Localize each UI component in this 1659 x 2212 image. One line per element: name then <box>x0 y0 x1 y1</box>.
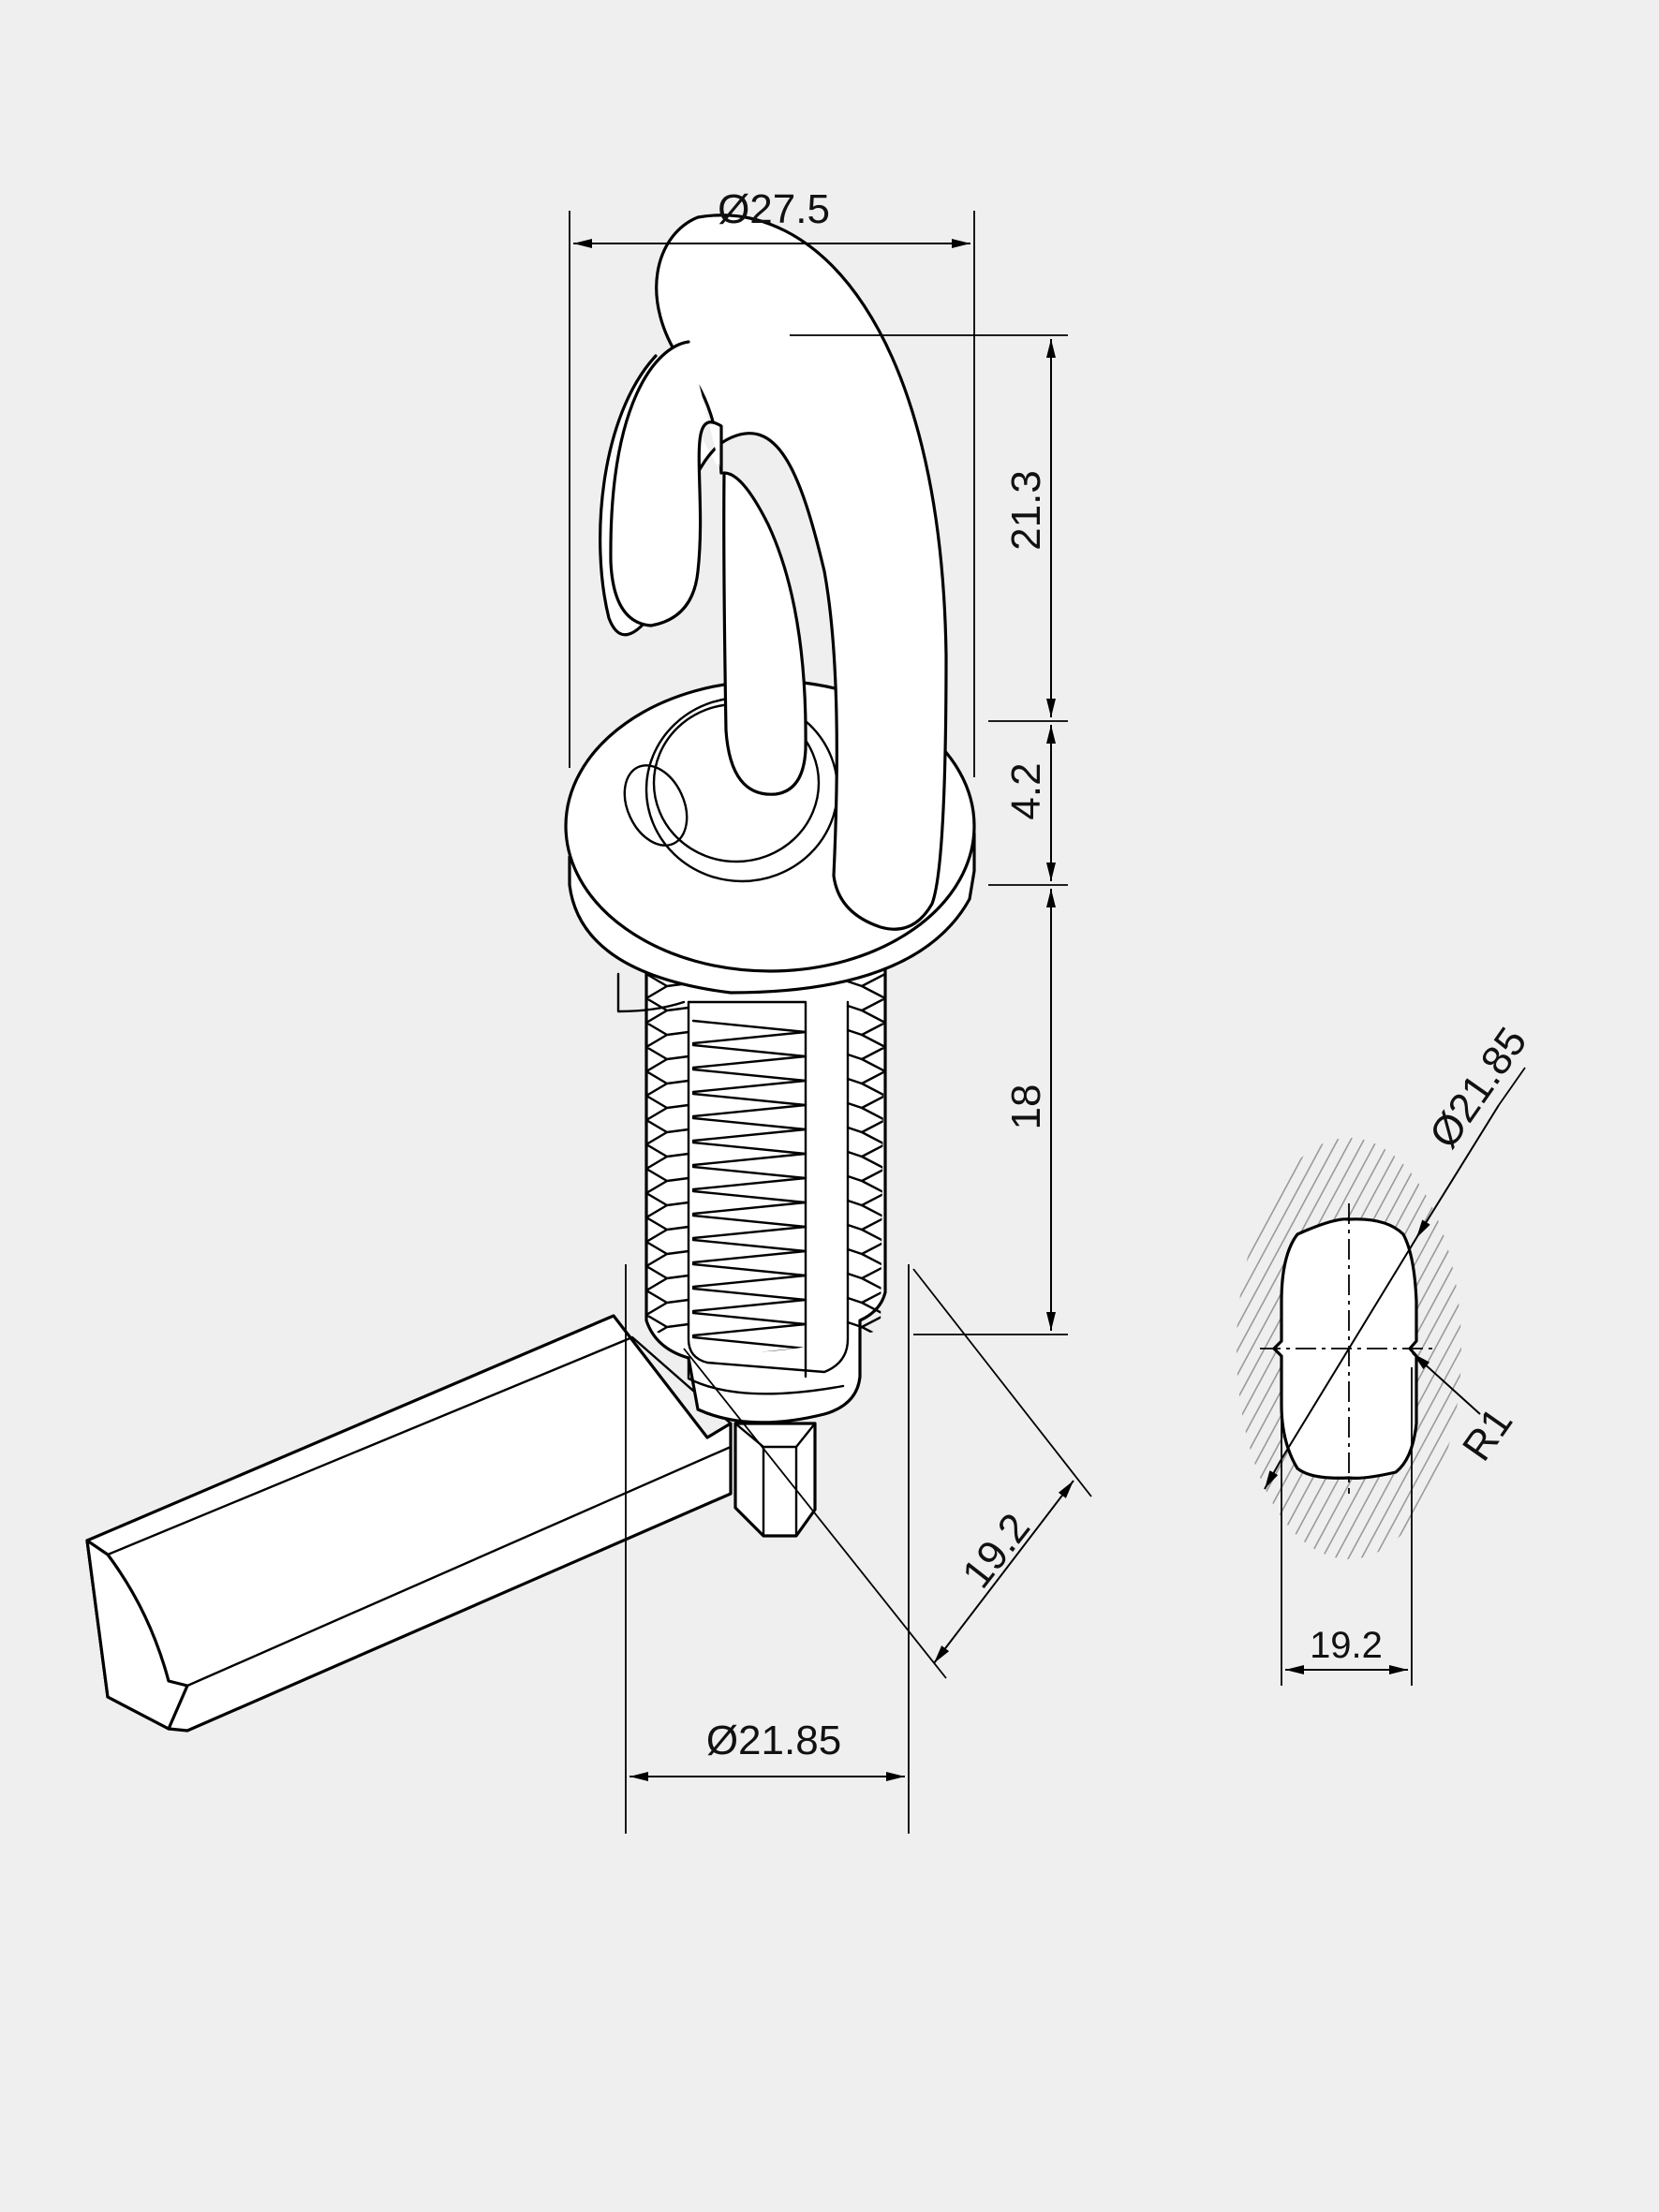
hatch-line <box>1421 1138 1461 1559</box>
hatch-line <box>1408 1138 1461 1559</box>
hatch-line <box>1237 1138 1370 1559</box>
dim-section-radius: R1 <box>1454 1400 1521 1469</box>
hatch-line <box>1237 1138 1357 1559</box>
hatch-line <box>1645 1105 1659 1592</box>
hatch-line <box>911 1105 1173 1592</box>
hatch-line <box>1237 1138 1384 1559</box>
hatch-line <box>1342 1138 1461 1559</box>
hatch-line <box>1460 1138 1461 1559</box>
hatch-line <box>1501 1105 1659 1592</box>
cam-lever <box>85 1314 733 1733</box>
dim-flange-diameter: Ø27.5 <box>718 186 830 232</box>
hatch-line <box>1237 1138 1266 1559</box>
hatch-line <box>1303 1138 1461 1559</box>
hatch-line <box>1527 1105 1659 1592</box>
dim-flange-thickness: 4.2 <box>1003 762 1049 819</box>
hatch-line <box>1632 1105 1659 1592</box>
hatch-line <box>897 1105 1160 1592</box>
hatch-line <box>1579 1105 1659 1592</box>
drive-nut <box>733 1422 817 1538</box>
hatch-line <box>1592 1105 1659 1592</box>
hatch-line <box>950 1105 1212 1592</box>
hatch-line <box>1514 1105 1659 1592</box>
hatch-line <box>1488 1105 1659 1592</box>
dim-flat-width-iso: 19.2 <box>954 1505 1039 1597</box>
hatch-line <box>1606 1105 1659 1592</box>
hook <box>599 214 948 931</box>
hatch-line <box>1447 1138 1461 1559</box>
hatch-line <box>1434 1138 1461 1559</box>
hatch-line <box>1540 1105 1659 1592</box>
hatch-line <box>858 1105 1120 1592</box>
dim-section-diameter: Ø21.85 <box>1421 1020 1536 1157</box>
dim-body-length: 18 <box>1003 1084 1049 1130</box>
hatch-line <box>1329 1138 1461 1559</box>
hatch-line <box>1316 1138 1461 1559</box>
hatch-line <box>924 1105 1186 1592</box>
dim-section-flat-width: 19.2 <box>1310 1625 1383 1666</box>
section-view: Ø21.85 R1 19.2 <box>858 1020 1659 1686</box>
hatch-line <box>1474 1105 1659 1592</box>
hatch-line <box>1619 1105 1659 1592</box>
hatch-line <box>1369 1138 1461 1559</box>
lock-part-view <box>85 214 976 1733</box>
hatch-line <box>1553 1105 1659 1592</box>
hatch-line <box>1355 1138 1461 1559</box>
dim-hook-height: 21.3 <box>1003 470 1049 551</box>
hatch-line <box>1237 1138 1252 1559</box>
hatch-line <box>1237 1138 1331 1559</box>
section-hatch <box>858 1105 1659 1592</box>
hatch-line <box>1237 1138 1344 1559</box>
dim-body-diameter: Ø21.85 <box>706 1718 841 1763</box>
hatch-line <box>1566 1105 1659 1592</box>
threaded-body <box>644 953 887 1424</box>
